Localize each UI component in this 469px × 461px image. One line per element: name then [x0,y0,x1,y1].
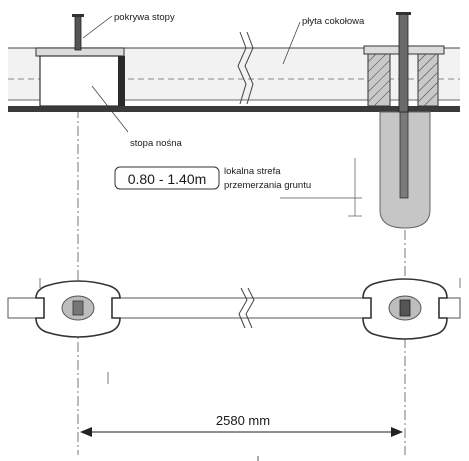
depth-range-box [114,166,220,190]
dimension-arrow-left [80,427,92,437]
frost-zone-bracket [280,158,362,217]
dimension-arrow-right [391,427,403,437]
break-mark-plan-2 [245,287,255,329]
right-section-hatch [367,53,439,107]
right-foot [363,12,445,229]
right-pile-rod [399,111,409,199]
depth-range-value: 0.80 - 1.40m [128,171,207,187]
label-stopa-nosna: stopa nośna [130,138,182,149]
leader-stopa [91,85,129,133]
left-foot-rod-top [72,14,84,17]
plan-view [7,278,461,461]
frost-zone-line-1: lokalna strefa [224,166,281,177]
break-mark-plan [238,287,248,329]
break-mark-top-2 [244,31,254,105]
left-foot-rod [74,15,82,51]
right-rod-top [396,12,411,15]
right-clamp-rod [399,299,411,317]
left-foot [35,14,125,107]
elevation-view: pokrywa stopy płyta cokołowa stopa nośna… [8,12,460,455]
dimension-label: 2580 mm [216,413,270,428]
leader-plyta [282,21,301,65]
leader-pokrywa [82,15,113,39]
frost-zone-line-2: przemerzania gruntu [224,180,311,191]
right-clamp [362,278,448,340]
left-foot-side [118,56,125,106]
span-dimension: 2580 mm [80,413,403,437]
ground-beam [8,106,460,112]
left-clamp [35,280,121,338]
label-pokrywa-stopy: pokrywa stopy [114,12,175,23]
label-plyta-cokolowa: płyta cokołowa [302,16,365,27]
plan-beam [7,297,461,319]
right-main-rod [398,13,409,113]
left-foot-body [39,55,121,107]
break-mark-top [237,31,247,105]
left-clamp-rod [72,300,84,316]
right-section-left [367,53,391,107]
